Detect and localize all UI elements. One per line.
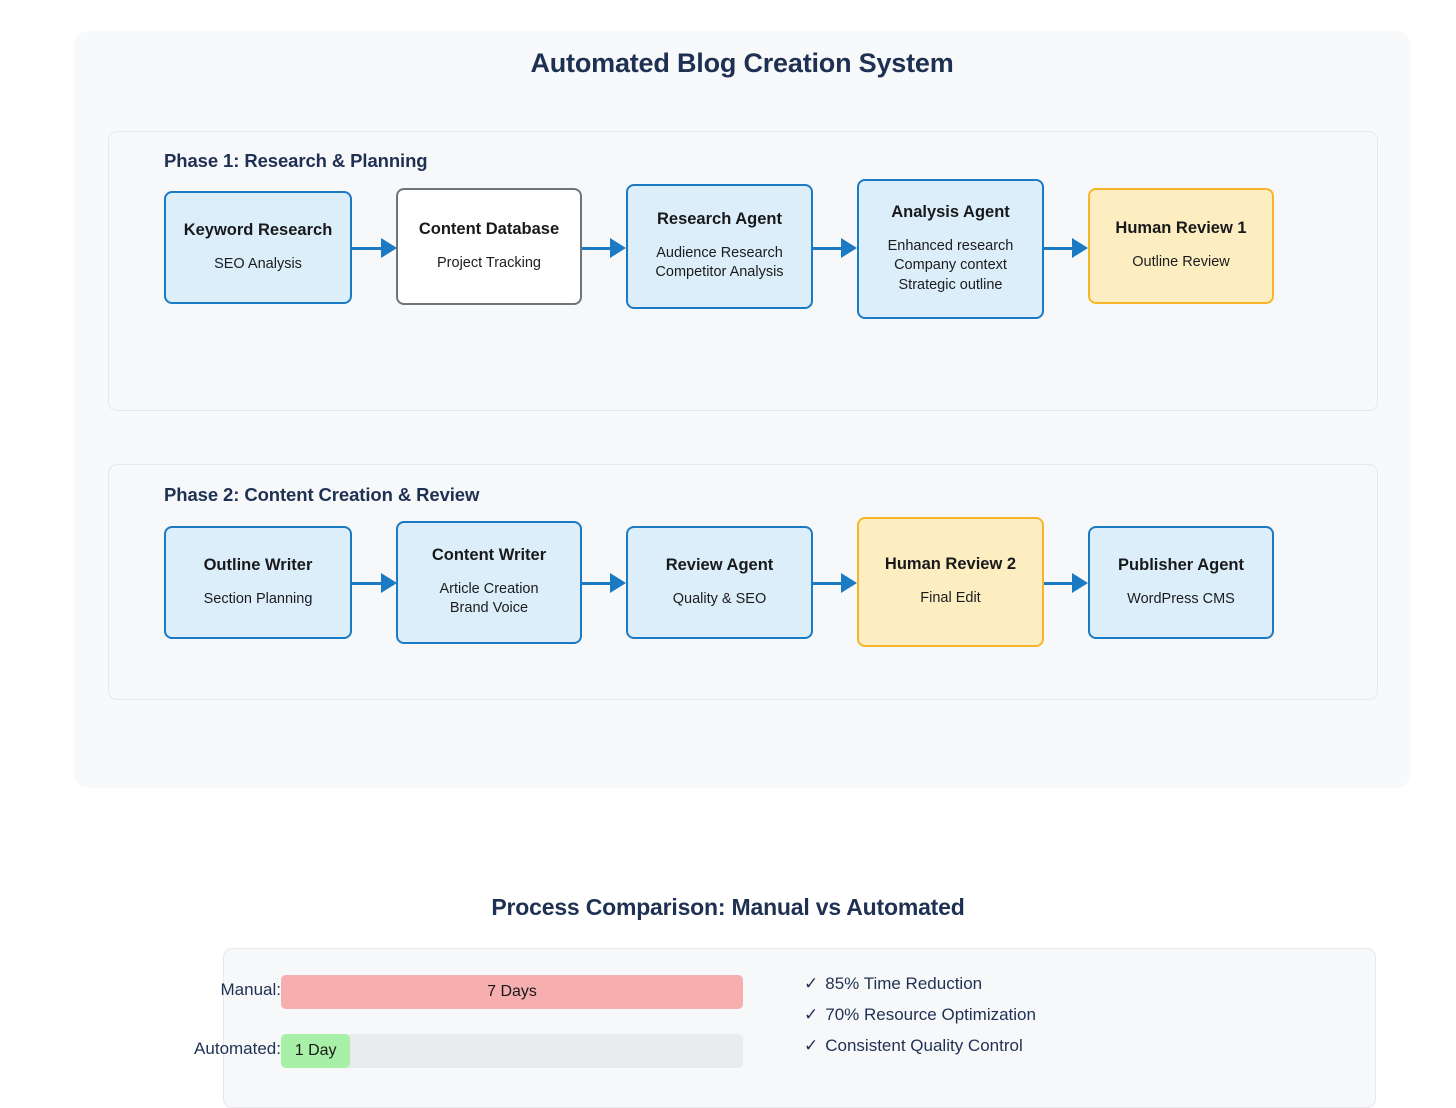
check-icon: ✓ [804,1005,819,1024]
node-publisher-agent[interactable]: Publisher Agent WordPress CMS [1088,526,1274,639]
arrow-1-2 [582,238,626,258]
arrow-2-1 [352,573,397,593]
arrow-head [1072,238,1088,258]
bar-label: Automated: [194,1039,281,1058]
node-subtitle: SEO Analysis [214,255,302,272]
arrow-shaft [582,581,610,585]
phase-2-label: Phase 2: Content Creation & Review [164,484,480,505]
node-content-writer[interactable]: Content Writer Article Creation Brand Vo… [396,521,582,644]
phase-1-container: Phase 1: Research & Planning Keyword Res… [108,131,1378,411]
node-outline-writer[interactable]: Outline Writer Section Planning [164,526,352,639]
arrow-head [610,573,626,593]
node-content-database[interactable]: Content Database Project Tracking [396,188,582,305]
node-subtitle: Competitor Analysis [655,264,784,281]
node-title: Human Review 1 [1115,219,1247,238]
arrow-shaft [1044,246,1072,250]
diagram-card: Automated Blog Creation System Phase 1: … [74,31,1410,788]
bar-label: Manual: [220,980,281,999]
arrow-shaft [813,581,841,585]
diagram-title: Automated Blog Creation System [530,48,954,78]
node-subtitle: Audience Research [656,245,783,262]
bar-fill: 7 Days [281,975,743,1009]
node-title: Outline Writer [203,555,313,574]
node-title: Analysis Agent [891,203,1010,222]
comparison-row-automated: Automated: 1 Day [194,1034,784,1068]
benefit-text: 85% Time Reduction [825,974,983,993]
check-icon: ✓ [804,974,819,993]
node-human-review-2[interactable]: Human Review 2 Final Edit [857,517,1044,647]
benefit-item: ✓ 70% Resource Optimization [804,1006,1036,1023]
arrow-head [841,238,857,258]
comparison-row-manual: Manual: 7 Days [220,975,784,1009]
comparison-title: Process Comparison: Manual vs Automated [491,894,965,920]
node-keyword-research[interactable]: Keyword Research SEO Analysis [164,191,352,304]
phase-1-label: Phase 1: Research & Planning [164,150,428,171]
arrow-head [381,573,397,593]
node-subtitle: Section Planning [203,590,313,607]
node-subtitle: Enhanced research [887,237,1014,254]
arrow-head [610,238,626,258]
node-subtitle: WordPress CMS [1127,590,1235,607]
node-title: Publisher Agent [1118,555,1244,574]
bar-value: 1 Day [294,1042,337,1059]
phase-2-container: Phase 2: Content Creation & Review Outli… [108,464,1378,700]
check-icon: ✓ [804,1036,819,1055]
bar-fill: 1 Day [281,1034,351,1068]
benefit-item: ✓ Consistent Quality Control [804,1037,1036,1054]
bar-track: 1 Day [281,1034,743,1068]
arrow-2-4 [1044,573,1088,593]
benefit-text: 70% Resource Optimization [825,1005,1036,1024]
node-subtitle: Company context [894,257,1007,274]
arrow-shaft [352,246,381,250]
node-title: Keyword Research [183,220,333,239]
arrow-shaft [813,246,841,250]
node-subtitle: Final Edit [920,590,981,607]
arrow-head [1072,573,1088,593]
arrow-head [841,573,857,593]
node-subtitle: Project Tracking [437,254,541,271]
arrow-shaft [1044,581,1072,585]
arrow-shaft [582,246,610,250]
node-title: Content Writer [431,546,547,565]
node-subtitle: Brand Voice [449,600,529,617]
node-analysis-agent[interactable]: Analysis Agent Enhanced research Company… [857,179,1044,319]
node-subtitle: Outline Review [1132,254,1230,271]
node-subtitle: Article Creation [439,581,539,598]
bar-value: 7 Days [487,983,537,1000]
node-subtitle: Strategic outline [898,276,1003,293]
node-subtitle: Quality & SEO [672,590,767,607]
bar-track: 7 Days [281,975,743,1009]
arrow-shaft [352,581,381,585]
node-research-agent[interactable]: Research Agent Audience Research Competi… [626,184,813,309]
comparison-card: Manual: 7 Days Automated: 1 Day ✓ 85% Tim… [194,948,1376,1108]
arrow-1-1 [352,238,397,258]
node-review-agent[interactable]: Review Agent Quality & SEO [626,526,813,639]
arrow-head [381,238,397,258]
benefits-list: ✓ 85% Time Reduction ✓ 70% Resource Optimi… [804,975,1036,1068]
arrow-2-3 [813,573,857,593]
benefit-text: Consistent Quality Control [825,1036,1023,1055]
node-human-review-1[interactable]: Human Review 1 Outline Review [1088,188,1274,304]
arrow-1-3 [813,238,857,258]
benefit-item: ✓ 85% Time Reduction [804,975,1036,992]
node-title: Research Agent [656,210,782,229]
arrow-2-2 [582,573,626,593]
node-title: Review Agent [665,555,774,574]
arrow-1-4 [1044,238,1088,258]
node-title: Human Review 2 [884,555,1017,574]
node-title: Content Database [418,219,560,238]
